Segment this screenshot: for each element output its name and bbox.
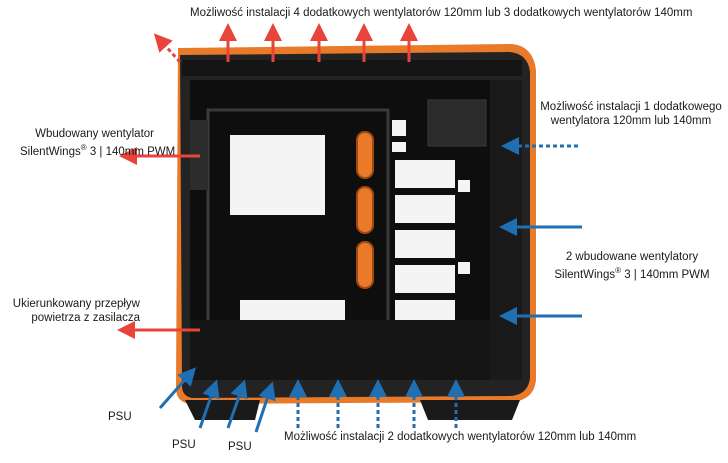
label-psu-flow-line2: powietrza z zasilacza [31, 312, 140, 324]
drive-slot-small-2 [392, 142, 406, 152]
drive-slot-3 [395, 230, 455, 258]
label-right-top: Możliwość instalacji 1 dodatkowego wenty… [538, 100, 724, 128]
label-psu-1: PSU [108, 411, 132, 423]
top-drive-cage [427, 99, 487, 147]
case-foot-right [420, 400, 520, 420]
label-rear-fan-reg: ® [80, 143, 87, 152]
mb-cutout-large [230, 135, 325, 215]
psu-arrow-4 [254, 381, 276, 433]
drive-slot-small [392, 120, 406, 136]
grommet-2 [356, 186, 374, 234]
label-right-fans-spec: 3 | 140mm PWM [621, 268, 710, 281]
psu-area [190, 320, 490, 380]
drive-slot-small-3 [458, 180, 470, 192]
label-psu-flow-line1: Ukierunkowany przepływ [12, 298, 140, 310]
label-rear-fan-line2: SilentWings® 3 | 140mm PWM [20, 141, 175, 159]
label-psu-flow: Ukierunkowany przepływ powietrza z zasil… [4, 297, 140, 325]
right-panel [490, 80, 522, 380]
grommet-1 [356, 131, 374, 179]
drive-slot-small-4 [458, 262, 470, 274]
psu-arrow-3 [226, 379, 248, 429]
label-top-fans: Możliwość instalacji 4 dodatkowych wenty… [190, 7, 693, 19]
top-diagonal-arrow [153, 33, 182, 64]
label-rear-fan: Wbudowany wentylator SilentWings® 3 | 14… [20, 127, 175, 159]
label-right-fans: 2 wbudowane wentylatory SilentWings® 3 |… [542, 250, 722, 282]
label-right-fans-reg: ® [615, 266, 621, 275]
case-foot-left [185, 400, 260, 420]
label-rear-fan-spec: 3 | 140mm PWM [86, 145, 176, 158]
drive-slot-4 [395, 265, 455, 293]
label-right-top-line1: Możliwość instalacji 1 dodatkowego [540, 101, 722, 113]
label-right-top-line2: wentylatora 120mm lub 140mm [550, 115, 712, 127]
label-right-fans-brand: SilentWings [554, 268, 616, 281]
label-rear-fan-brand: SilentWings [20, 145, 81, 158]
label-rear-fan-line1: Wbudowany wentylator [35, 128, 154, 140]
label-right-fans-line2: SilentWings® 3 | 140mm PWM [542, 264, 722, 282]
label-psu-2: PSU [172, 439, 196, 451]
grommet-3 [356, 241, 374, 289]
label-bottom-fans: Możliwość instalacji 2 dodatkowych wenty… [284, 431, 637, 443]
drive-slot-1 [395, 160, 455, 188]
label-psu-3: PSU [228, 441, 252, 453]
drive-slot-2 [395, 195, 455, 223]
psu-arrow-1 [158, 367, 196, 409]
top-vent [182, 60, 522, 76]
label-right-fans-line1: 2 wbudowane wentylatory [565, 251, 699, 263]
psu-arrow-2 [198, 379, 220, 429]
